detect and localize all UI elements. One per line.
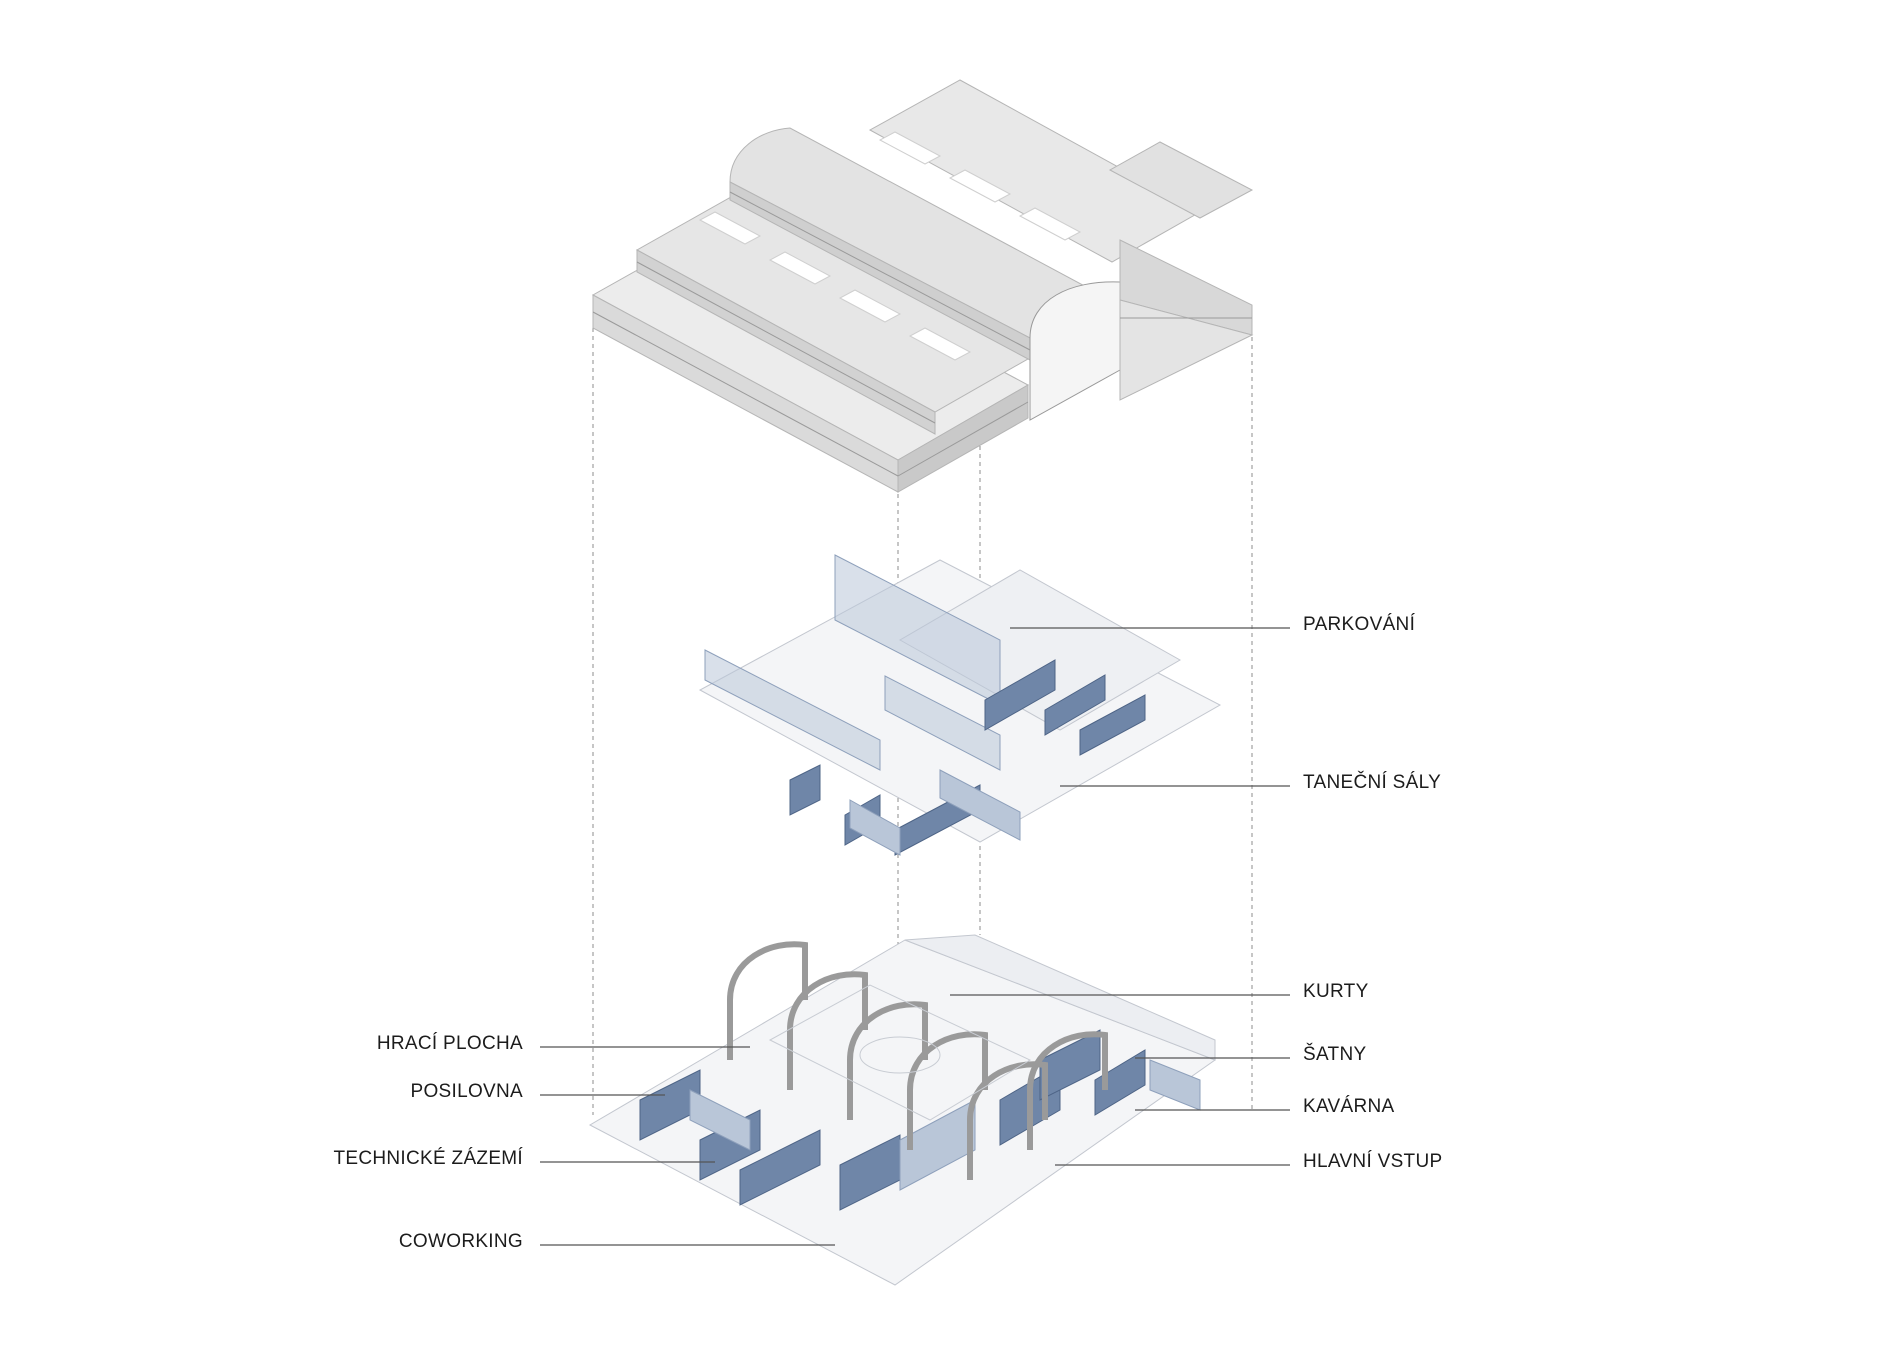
label-tanecni-saly: TANEČNÍ SÁLY (1303, 772, 1442, 793)
label-kavarna: KAVÁRNA (1303, 1096, 1395, 1117)
label-posilovna: POSILOVNA (410, 1081, 523, 1102)
label-satny: ŠATNY (1303, 1044, 1367, 1065)
label-technicke-zazemi: TECHNICKÉ ZÁZEMÍ (333, 1148, 523, 1169)
ground-floor-level (588, 934, 1217, 1286)
leader-lines (540, 627, 1290, 1246)
roof-level (591, 79, 1254, 493)
label-kurty: KURTY (1303, 981, 1369, 1002)
label-coworking: COWORKING (398, 1231, 523, 1252)
label-hraci-plocha: HRACÍ PLOCHA (376, 1033, 523, 1054)
label-parkovani: PARKOVÁNÍ (1303, 614, 1416, 635)
label-hlavni-vstup: HLAVNÍ VSTUP (1303, 1151, 1443, 1172)
upper-floor-level (698, 554, 1222, 856)
